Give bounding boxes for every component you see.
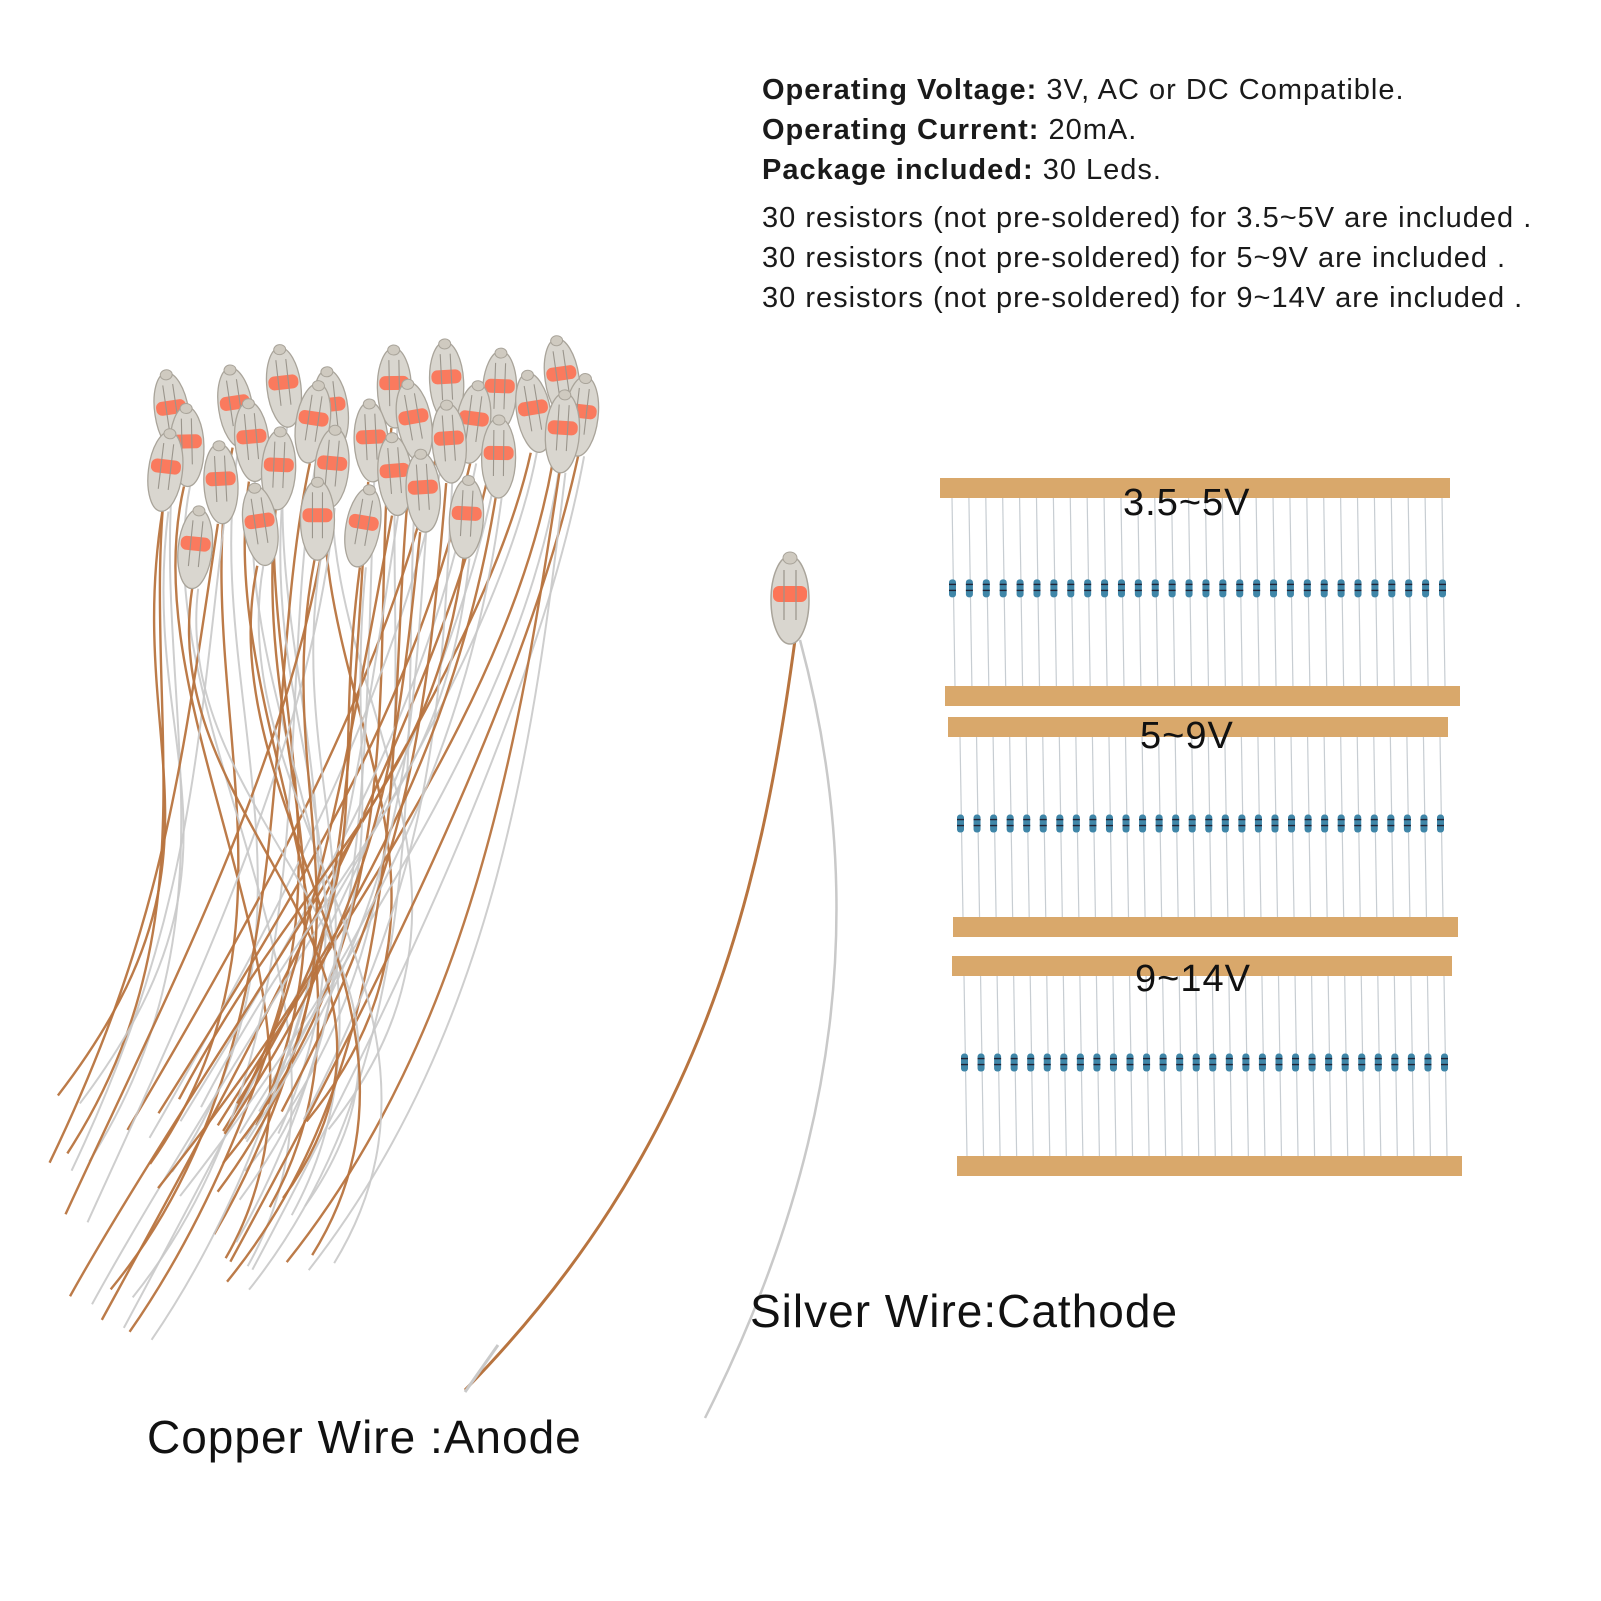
spec-operating-voltage: Operating Voltage: 3V, AC or DC Compatib… [762,74,1405,106]
spec-operating-current: Operating Current: 20mA. [762,114,1138,146]
strip-label-9-14v: 9~14V [1135,958,1251,1000]
resistor-strip-3-5-5v: 3.5~5V [940,478,1460,708]
copper-wire-label: Copper Wire :Anode [147,1411,582,1463]
resistor-strip-9-14v: 9~14V [952,956,1462,1178]
resistor-strip-drawing [940,478,1460,706]
spec-resistor-line-3: 30 resistors (not pre-soldered) for 9~14… [762,282,1524,314]
spec-resistor-line-2: 30 resistors (not pre-soldered) for 5~9V… [762,242,1507,274]
spec-package-included: Package included: 30 Leds. [762,154,1162,186]
spec-resistor-line-1: 30 resistors (not pre-soldered) for 3.5~… [762,202,1533,234]
strip-label-5-9v: 5~9V [1140,715,1234,757]
resistor-strip-5-9v: 5~9V [948,715,1458,939]
spec-list: Operating Voltage: 3V, AC or DC Compatib… [762,70,1532,318]
silver-wire-label: Silver Wire:Cathode [750,1285,1179,1337]
resistor-strip-drawing [952,956,1462,1176]
strip-label-3-5-5v: 3.5~5V [1123,482,1251,524]
resistor-strip-drawing [948,717,1458,937]
